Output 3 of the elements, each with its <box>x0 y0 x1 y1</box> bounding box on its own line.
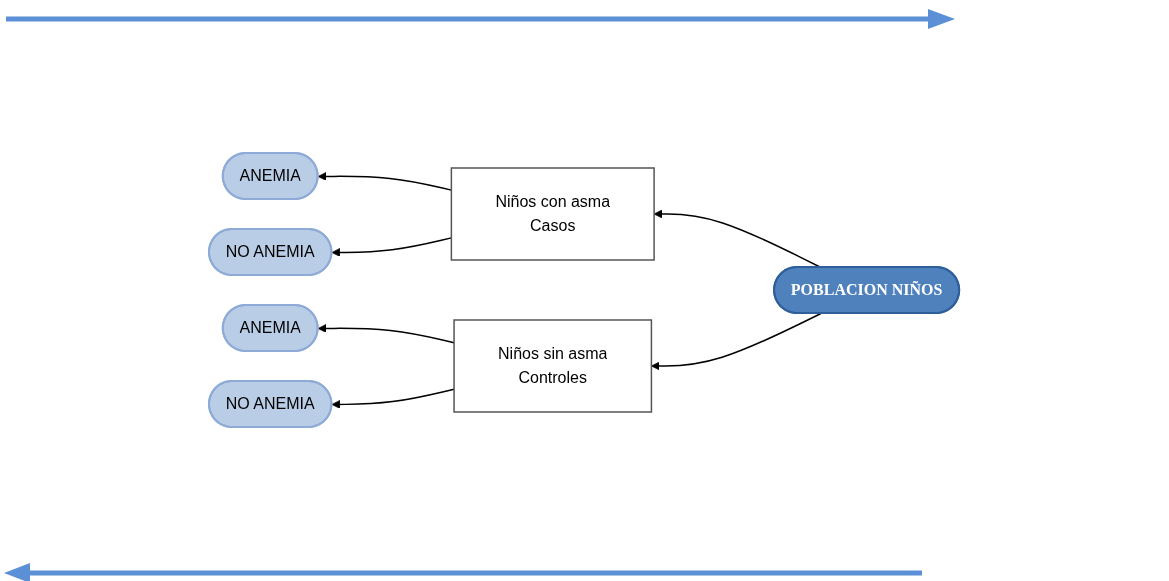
node-box: Niños con asma Casos <box>451 167 656 261</box>
arrow <box>651 312 823 371</box>
node-box: Niños sin asma Controles <box>453 319 653 413</box>
